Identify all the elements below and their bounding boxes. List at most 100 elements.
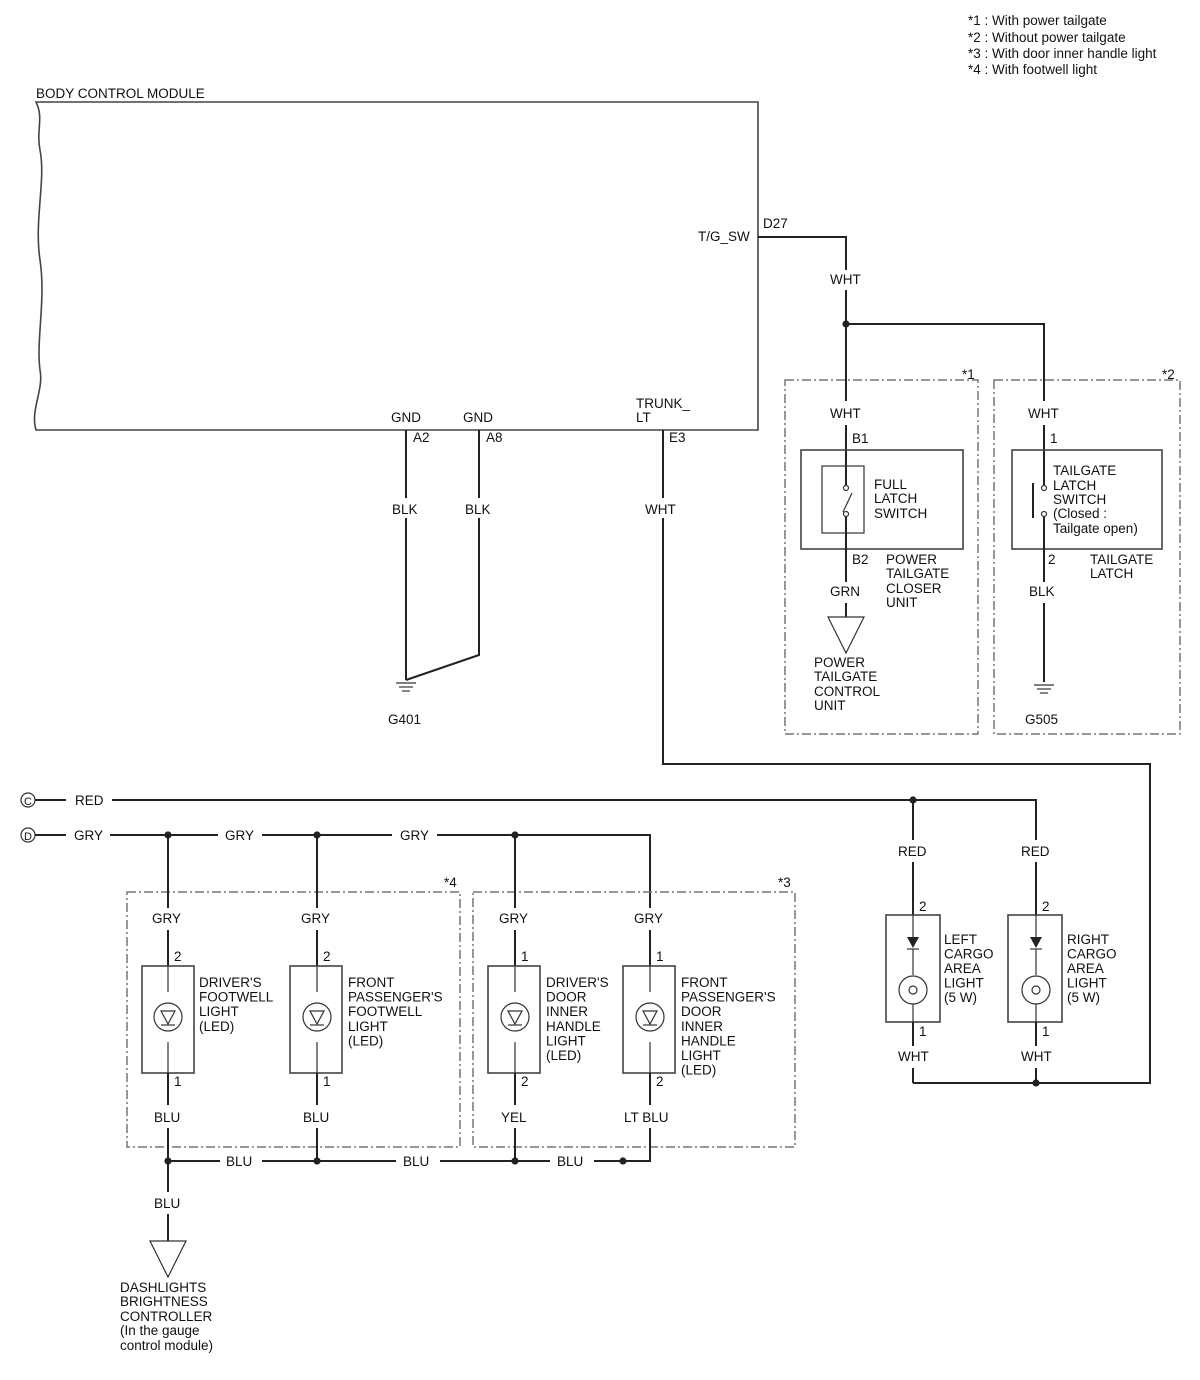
- led-3-group: GRY1DRIVER'SDOORINNERHANDLELIGHT(LED)2YE…: [487, 831, 609, 1161]
- wire-label-blk-a8: BLK: [465, 502, 491, 517]
- led-3-body: [487, 965, 541, 1074]
- wire-label-gry-d1: GRY: [74, 828, 103, 843]
- led-3-lamp-circle: [500, 1002, 530, 1032]
- wire-red-bus: [112, 799, 1037, 840]
- led-4-label-6: LIGHT: [681, 1048, 721, 1063]
- wire-d27: [758, 236, 847, 270]
- dash-controller-label-1: DASHLIGHTS: [120, 1280, 206, 1295]
- latch-switch-label-3: SWITCH: [1053, 492, 1106, 507]
- full-latch-switch-label-2: LATCH: [874, 491, 917, 506]
- switch-contact-top: [842, 484, 850, 492]
- wire-label-blu-bus-1: BLU: [226, 1154, 252, 1169]
- ground-label-g505: G505: [1025, 712, 1058, 727]
- led-4-body: [622, 965, 676, 1074]
- ground-symbol-g401: [396, 682, 416, 692]
- option1-pin-in: B1: [852, 431, 869, 446]
- cargo-light-2-label-5: (5 W): [1067, 990, 1100, 1005]
- led-3-pin-top: 1: [521, 949, 529, 964]
- led-4-wire-bottom-label: LT BLU: [624, 1110, 669, 1125]
- led-3-junction-top: [511, 831, 519, 839]
- cargo-light-1-bulb-circle: [898, 975, 928, 1005]
- legend-note-4: *4 : With footwell light: [968, 62, 1097, 77]
- wire-e3-route: [662, 518, 1151, 1084]
- bcm-title: BODY CONTROL MODULE: [36, 86, 205, 101]
- junction-blu-4: [619, 1157, 627, 1165]
- cargo-light-1-bulb-filament: [908, 985, 918, 995]
- cargo-light-2-label-2: CARGO: [1067, 947, 1117, 962]
- cargo-light-2-wire-bottom-label: WHT: [1021, 1049, 1052, 1064]
- closer-unit-label-3: CLOSER: [886, 581, 942, 596]
- legend-note-2: *2 : Without power tailgate: [968, 30, 1126, 45]
- dash-controller-label-3: CONTROLLER: [120, 1309, 213, 1324]
- led-2-pin-bottom: 1: [323, 1074, 331, 1089]
- cargo-light-1-diode: [907, 937, 919, 948]
- bcm-pin-tg-num: D27: [763, 216, 788, 231]
- led-1-lamp-circle: [153, 1002, 183, 1032]
- bcm-pin-gnd1-name: GND: [391, 410, 421, 425]
- option2-wire-out: BLK: [1029, 584, 1055, 599]
- led-1-led-triangle: [159, 1010, 177, 1026]
- cargo-light-2-diode: [1030, 937, 1042, 948]
- cargo-light-1-label-1: LEFT: [944, 932, 977, 947]
- upper-wiring: WHT BLK BLK G401 WHT: [388, 236, 1151, 1084]
- led-4-wire-top-label: GRY: [634, 911, 663, 926]
- junction-blu-3: [511, 1157, 519, 1165]
- closer-unit-label-4: UNIT: [886, 595, 918, 610]
- led-2-label-4: LIGHT: [348, 1019, 388, 1034]
- led-lights: GRY2DRIVER'SFOOTWELLLIGHT(LED)1BLUGRY2FR…: [141, 831, 776, 1162]
- wire-label-red-c: RED: [75, 793, 104, 808]
- wire-label-blu-bus-2: BLU: [403, 1154, 429, 1169]
- led-2-body: [289, 965, 343, 1074]
- led-3-wire-bottom-label: YEL: [501, 1110, 527, 1125]
- led-4-label-7: (LED): [681, 1063, 716, 1078]
- led-1-label-4: (LED): [199, 1019, 234, 1034]
- option1-wire-in: WHT: [830, 406, 861, 421]
- led-2-wire-top-label: GRY: [301, 911, 330, 926]
- led-1-junction-top: [164, 831, 172, 839]
- option1-pin-out: B2: [852, 552, 869, 567]
- led-3-label-2: DOOR: [546, 990, 587, 1005]
- full-latch-switch-label-3: SWITCH: [874, 506, 927, 521]
- cargo-light-1-wire-top-label: RED: [898, 844, 927, 859]
- led-3-wire-top-label: GRY: [499, 911, 528, 926]
- led-4-group: GRY1FRONTPASSENGER'SDOORINNERHANDLELIGHT…: [622, 911, 776, 1162]
- cargo-light-2-wire-top-label: RED: [1021, 844, 1050, 859]
- power-tailgate-closer-unit-box: [800, 449, 964, 550]
- led-4-pin-bottom: 2: [656, 1074, 664, 1089]
- cargo-light-2-pin-bottom: 1: [1042, 1024, 1050, 1039]
- tailgate-latch-label-1: TAILGATE: [1090, 552, 1153, 567]
- ground-label-g401: G401: [388, 712, 421, 727]
- closer-unit-label-1: POWER: [886, 552, 937, 567]
- bcm-pin-trunk-num: E3: [669, 430, 686, 445]
- control-unit-label-4: UNIT: [814, 698, 846, 713]
- control-unit-label-1: POWER: [814, 655, 865, 670]
- led-2-group: GRY2FRONTPASSENGER'SFOOTWELLLIGHT(LED)1B…: [289, 831, 443, 1161]
- cargo-light-1-wire-bottom-label: WHT: [898, 1049, 929, 1064]
- handle-group-tag: *3: [778, 875, 791, 890]
- power-tailgate-control-unit-arrow: [827, 616, 865, 655]
- led-1-pin-bottom: 1: [174, 1074, 182, 1089]
- cargo-light-1-label-5: (5 W): [944, 990, 977, 1005]
- led-1-label-1: DRIVER'S: [199, 975, 262, 990]
- wire-a8-bottom: [405, 518, 480, 681]
- led-2-led-triangle: [308, 1010, 326, 1026]
- option2-boundary: [993, 379, 1181, 735]
- cargo-light-1-label-4: LIGHT: [944, 976, 984, 991]
- tailgate-latch-box: [1011, 449, 1163, 550]
- led-1-label-2: FOOTWELL: [199, 990, 274, 1005]
- control-unit-label-2: TAILGATE: [814, 669, 877, 684]
- led-3-pin-bottom: 2: [521, 1074, 529, 1089]
- wire-gry-seg3: [437, 834, 651, 908]
- led-2-lamp-circle: [302, 1002, 332, 1032]
- junction-blu-2: [313, 1157, 321, 1165]
- wire-label-wht-d27: WHT: [830, 272, 861, 287]
- led-2-label-5: (LED): [348, 1033, 383, 1048]
- blu-circuit: BLU BLU BLU BLU DASHLIGHTS BRIGHTNESS CO…: [120, 1154, 650, 1353]
- bcm-pin-trunk-name-2: LT: [636, 410, 651, 425]
- led-3-label-1: DRIVER'S: [546, 975, 609, 990]
- latch-contact-top: [1040, 484, 1048, 492]
- cargo-light-2-pin-top: 2: [1042, 899, 1050, 914]
